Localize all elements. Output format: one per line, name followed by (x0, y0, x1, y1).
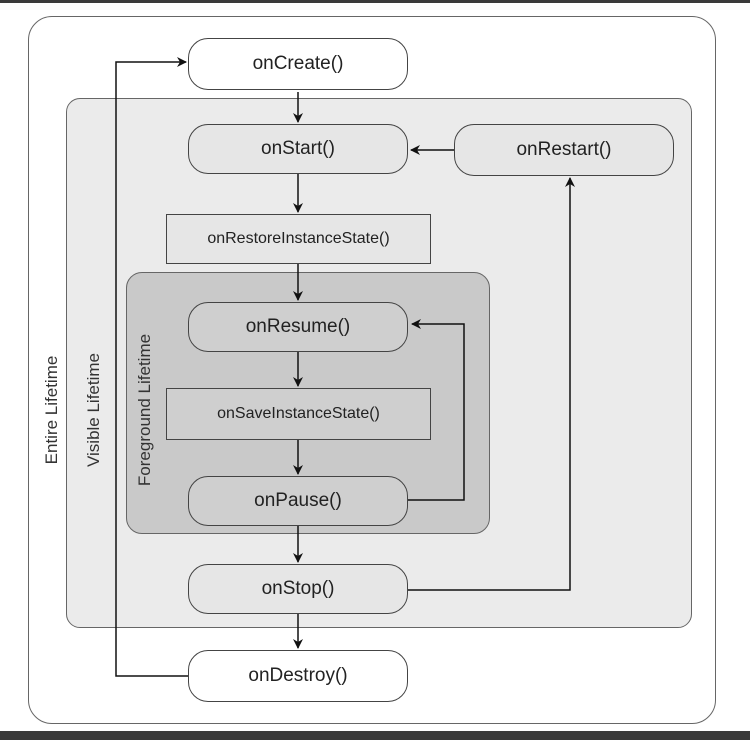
arrow-stop-to-restart (408, 177, 575, 591)
arrow-pause-to-resume (408, 319, 465, 501)
arrow-destroy-to-create (115, 57, 190, 677)
on-resume-node: onResume() (188, 302, 408, 352)
on-restore-instance-state-node: onRestoreInstanceState() (166, 214, 431, 264)
on-start-node: onStart() (188, 124, 408, 174)
on-save-instance-state-node: onSaveInstanceState() (166, 388, 431, 440)
top-border (0, 0, 750, 3)
on-create-node: onCreate() (188, 38, 408, 90)
on-pause-node: onPause() (188, 476, 408, 526)
bottom-border (0, 731, 750, 740)
on-stop-node: onStop() (188, 564, 408, 614)
on-destroy-node: onDestroy() (188, 650, 408, 702)
on-restart-node: onRestart() (454, 124, 674, 176)
